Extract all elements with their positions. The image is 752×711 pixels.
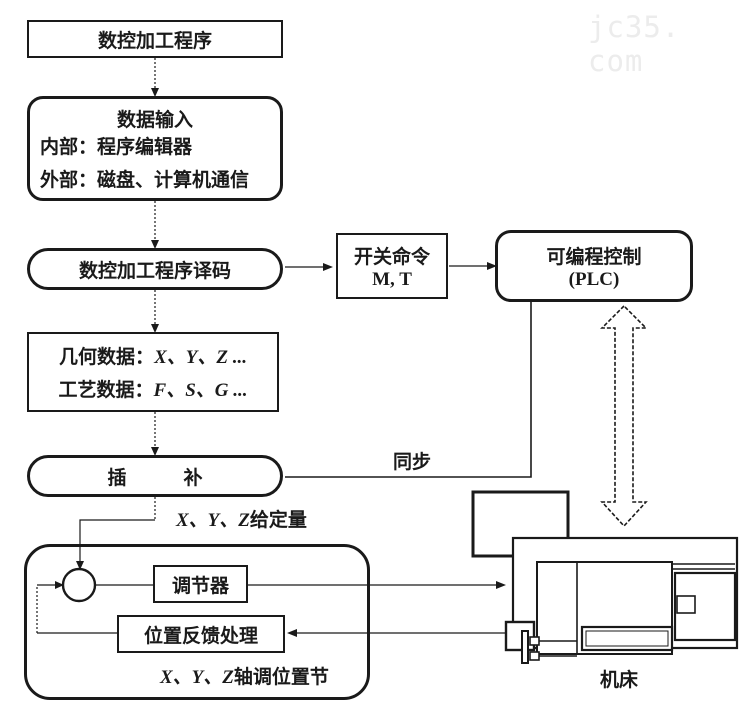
box-decode: 数控加工程序译码 [27,248,283,290]
box-position-feedback-label: 位置反馈处理 [143,625,258,647]
sync-label: 同步 [393,447,431,474]
setpoint-rest: 给定量 [249,510,307,531]
sync-line [285,302,532,478]
plc-machine-double-arrow [600,304,648,528]
machine-motor-flange [521,630,529,664]
process-data-values: F、S、G ... [153,380,248,401]
machine-shaft-tab-1 [529,636,540,646]
axis-loop-label: X、Y、Z轴调位置节 [160,662,329,689]
switch-command-line2: M, T [372,268,412,290]
machine-slide-inner [585,630,669,647]
setpoint-axes: X、Y、Z [176,510,250,531]
arrowhead-down-3 [151,324,159,333]
box-plc: 可编程控制 (PLC) [495,230,693,302]
arrowhead-down-4 [151,447,159,456]
arrowhead-into-feedback [287,629,297,637]
data-input-title: 数据输入 [116,110,193,131]
arrowhead-into-circle-top [76,561,84,570]
data-input-line2: 外部：磁盘、计算机通信 [40,170,250,191]
machine-label: 机床 [600,665,638,692]
arrowhead-down-1 [151,88,159,97]
geometry-data-values: X、Y、Z ... [154,347,247,368]
box-interpolation: 插 补 [27,455,283,497]
decoded-data-line2: 工艺数据：F、S、G ... [59,375,248,402]
box-interpolation-label: 插 补 [107,467,203,489]
arrowhead-right-switch [323,263,333,271]
plc-line2: (PLC) [568,268,620,290]
axis-loop-axes: X、Y、Z [160,667,234,688]
data-input-line1: 内部：程序编辑器 [40,137,193,158]
plc-line1: 可编程控制 [546,246,642,268]
box-decoded-data: 几何数据：X、Y、Z ... 工艺数据：F、S、G ... [27,332,279,412]
process-data-label: 工艺数据： [58,380,154,401]
geometry-data-label: 几何数据： [59,347,155,368]
machine-drawing [471,490,739,664]
machine-label-text: 机床 [600,670,639,691]
decoded-data-line1: 几何数据：X、Y、Z ... [59,342,247,369]
box-switch-command: 开关命令 M, T [336,233,448,299]
arrowhead-right-plc [487,262,497,270]
arrowhead-into-circle-left [55,581,64,589]
watermark-text: jc35. com [588,10,681,78]
setpoint-label: X、Y、Z给定量 [176,505,307,532]
box-regulator-label: 调节器 [171,575,229,597]
box-position-feedback: 位置反馈处理 [117,615,285,653]
machine-tailstock-notch [676,595,696,614]
sync-label-text: 同步 [393,452,432,473]
box-regulator: 调节器 [153,565,248,603]
box-nc-program: 数控加工程序 [27,20,283,58]
axis-loop-rest: 轴调位置节 [233,667,329,688]
arrowhead-into-machine [496,581,506,589]
box-data-input: 数据输入 内部：程序编辑器 外部：磁盘、计算机通信 [27,96,283,201]
interp-to-circle-line [79,519,155,562]
box-nc-program-label: 数控加工程序 [97,30,212,52]
arrowhead-down-2 [151,240,159,249]
box-servo-loop [24,544,370,700]
arrowheads [55,88,506,637]
box-decode-label: 数控加工程序译码 [78,260,231,282]
machine-shaft-tab-2 [529,651,540,661]
switch-command-line1: 开关命令 [353,246,430,268]
